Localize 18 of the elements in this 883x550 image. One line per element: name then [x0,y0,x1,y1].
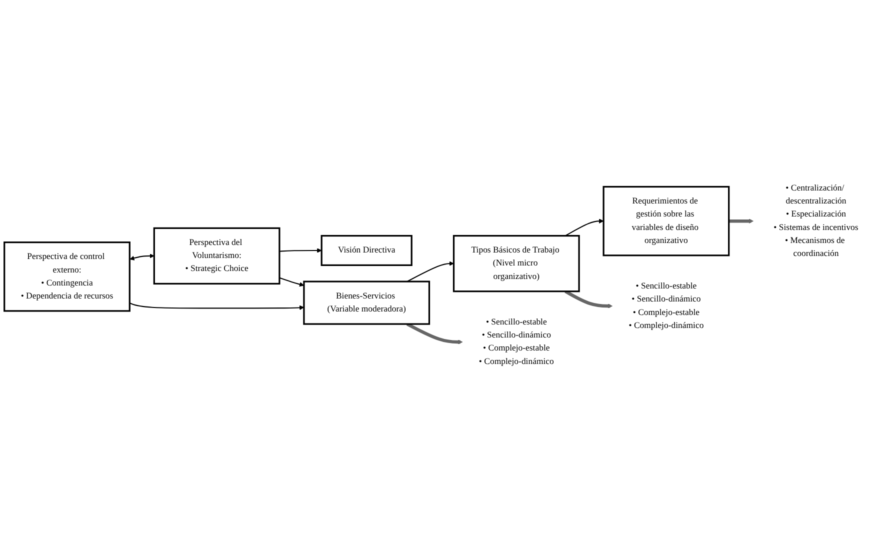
node-box: Perspectiva de control externo: • Contingencia • Dependencia de recursos [4,242,130,312]
arrow [564,290,613,308]
arrow [565,218,604,236]
node-text: • Sencillo-estable • Sencillo-dinámico • Complejo-estable • Complejo-dinámico [478,317,554,366]
arrow [406,261,454,282]
node-box: Tipos Básicos de Trabajo (Nivel micro organizativo) [452,234,580,292]
arrow [130,254,154,260]
arrow [728,218,754,224]
node-text: • Centralización/ descentralización • Especialización • Sistemas de incentivos • Mecanismos de coordinación [774,183,858,258]
node-box: Bienes-Servicios (Variable moderadora) [303,280,430,325]
arrow [279,248,322,253]
node-box: Requerimientos de gestión sobre las variables de diseño organizativo [602,186,730,256]
arrow [406,322,463,344]
node-box: Visión Directiva [320,234,412,266]
node-text: • Sencillo-estable • Sencillo-dinámico • Complejo-estable • Complejo-dinámico [628,282,704,330]
arrow [279,277,304,287]
node-box: Perspectiva del Voluntarismo: • Strategic Choice [153,227,280,285]
arrow [129,302,304,310]
